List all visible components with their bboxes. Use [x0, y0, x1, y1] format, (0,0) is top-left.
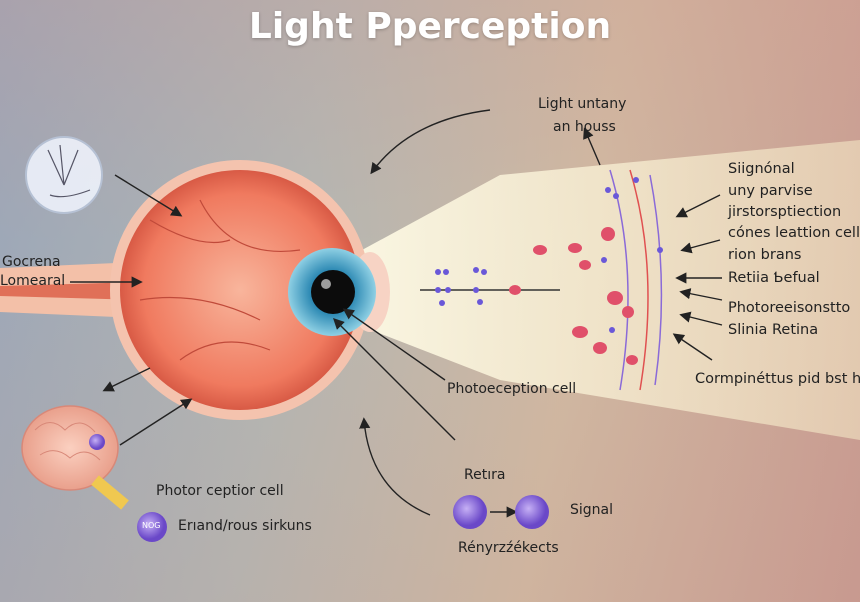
molecules	[435, 177, 663, 333]
optic-nerve	[0, 262, 140, 318]
label-lomearal: Lomearal	[0, 273, 66, 289]
arrows	[70, 109, 723, 518]
bubble-icon	[25, 136, 103, 214]
label-right-6: Retiia Ƅefual	[728, 270, 820, 286]
label-right-5: rion brans	[728, 247, 802, 263]
red-blood-cells	[509, 227, 638, 365]
label-signal: Signal	[570, 502, 614, 518]
bubble-text: NOG	[142, 521, 161, 530]
label-right-2: uny parvise	[728, 183, 813, 199]
label-renyrz: Rényrzźékects	[458, 540, 559, 556]
light-beam	[340, 140, 860, 440]
label-right-7: Photoreeisonstto	[728, 300, 851, 316]
page-title: Light Pperception	[248, 6, 612, 47]
label-light: Light untany	[538, 96, 627, 112]
brain-icon	[21, 405, 129, 510]
label-right-4: cónes leattion cell	[728, 225, 860, 241]
label-right-1: Siignónal	[728, 161, 795, 177]
label-retira: Retıra	[464, 467, 506, 483]
signal-cells	[137, 495, 549, 542]
label-right-8: Slinia Retina	[728, 322, 819, 338]
label-photoeception: Photoeception cell	[447, 381, 577, 397]
label-photor-ceptior: Photor ceptior cell	[156, 483, 284, 499]
label-right-3: jirstorsptiection	[728, 204, 842, 220]
label-light-2: an houss	[553, 119, 616, 135]
label-right-9: Cormpinéttus pid bst hour	[695, 371, 860, 387]
eyeball	[110, 160, 390, 420]
label-erand: Erıand/rous sirkuns	[178, 518, 312, 534]
label-gocrena: Gocrena	[2, 254, 61, 270]
